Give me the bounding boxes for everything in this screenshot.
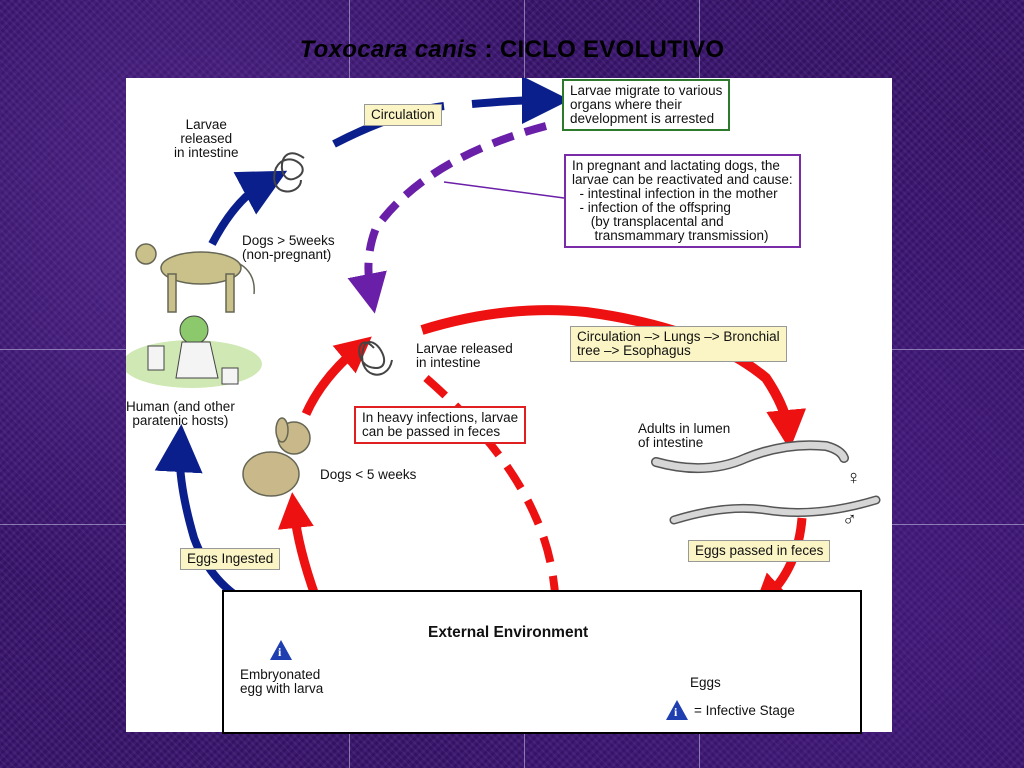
worm-icon [651, 440, 881, 525]
pointer-line [443, 181, 565, 199]
human-hosts-label: Human (and other paratenic hosts) [126, 399, 235, 428]
embryonated-egg-label: Embryonated egg with larva [240, 667, 324, 696]
eggs-label: Eggs [690, 675, 721, 690]
species-name: Toxocara canis [299, 36, 478, 63]
dog-icon [135, 243, 255, 313]
larva-icon [273, 152, 305, 193]
info-glyph: i [278, 645, 282, 659]
arrow-dog-to-larvae [208, 170, 288, 246]
pregnant-dogs-note: In pregnant and lactating dogs, the larv… [564, 154, 801, 248]
dogs-over-5weeks-label: Dogs > 5weeks (non-pregnant) [242, 233, 335, 262]
info-triangle-icon [666, 700, 688, 720]
dogs-under-5weeks-label: Dogs < 5 weeks [320, 467, 417, 482]
larvae-released-label: Larvae released in intestine [174, 117, 239, 160]
eggs-ingested-box: Eggs Ingested [180, 548, 281, 570]
slide-title: Toxocara canis : CICLO EVOLUTIVO [0, 36, 1024, 64]
external-environment-title: External Environment [428, 624, 589, 641]
info-glyph: i [674, 705, 678, 719]
title-rest: : CICLO EVOLUTIVO [477, 36, 725, 63]
male-symbol: ♂ [842, 509, 857, 531]
larvae-migrate-box: Larvae migrate to various organs where t… [562, 79, 731, 131]
circulation-route-box: Circulation –> Lungs –> Bronchial tree –… [570, 326, 787, 362]
larva-icon [358, 341, 393, 376]
arrow-reactivation [347, 122, 548, 314]
adults-lumen-label: Adults in lumen of intestine [638, 421, 731, 450]
external-environment-box [222, 590, 862, 734]
child-icon [126, 315, 262, 388]
info-triangle-icon [270, 640, 292, 660]
circulation-box: Circulation [364, 104, 442, 126]
larvae-released-center-label: Larvae released in intestine [416, 341, 513, 370]
infective-stage-label: = Infective Stage [694, 703, 795, 718]
eggs-passed-box: Eggs passed in feces [688, 540, 831, 562]
puppy-icon [242, 417, 311, 497]
heavy-infections-box: In heavy infections, larvae can be passe… [354, 406, 527, 444]
female-symbol: ♀ [846, 467, 861, 489]
arrow-egg-to-dog [277, 492, 321, 600]
arrow-circulation-to-organs [471, 78, 570, 125]
arrow-puppy-to-larvae [301, 336, 372, 416]
life-cycle-diagram: Larvae released in intestine Circulation… [126, 78, 892, 734]
